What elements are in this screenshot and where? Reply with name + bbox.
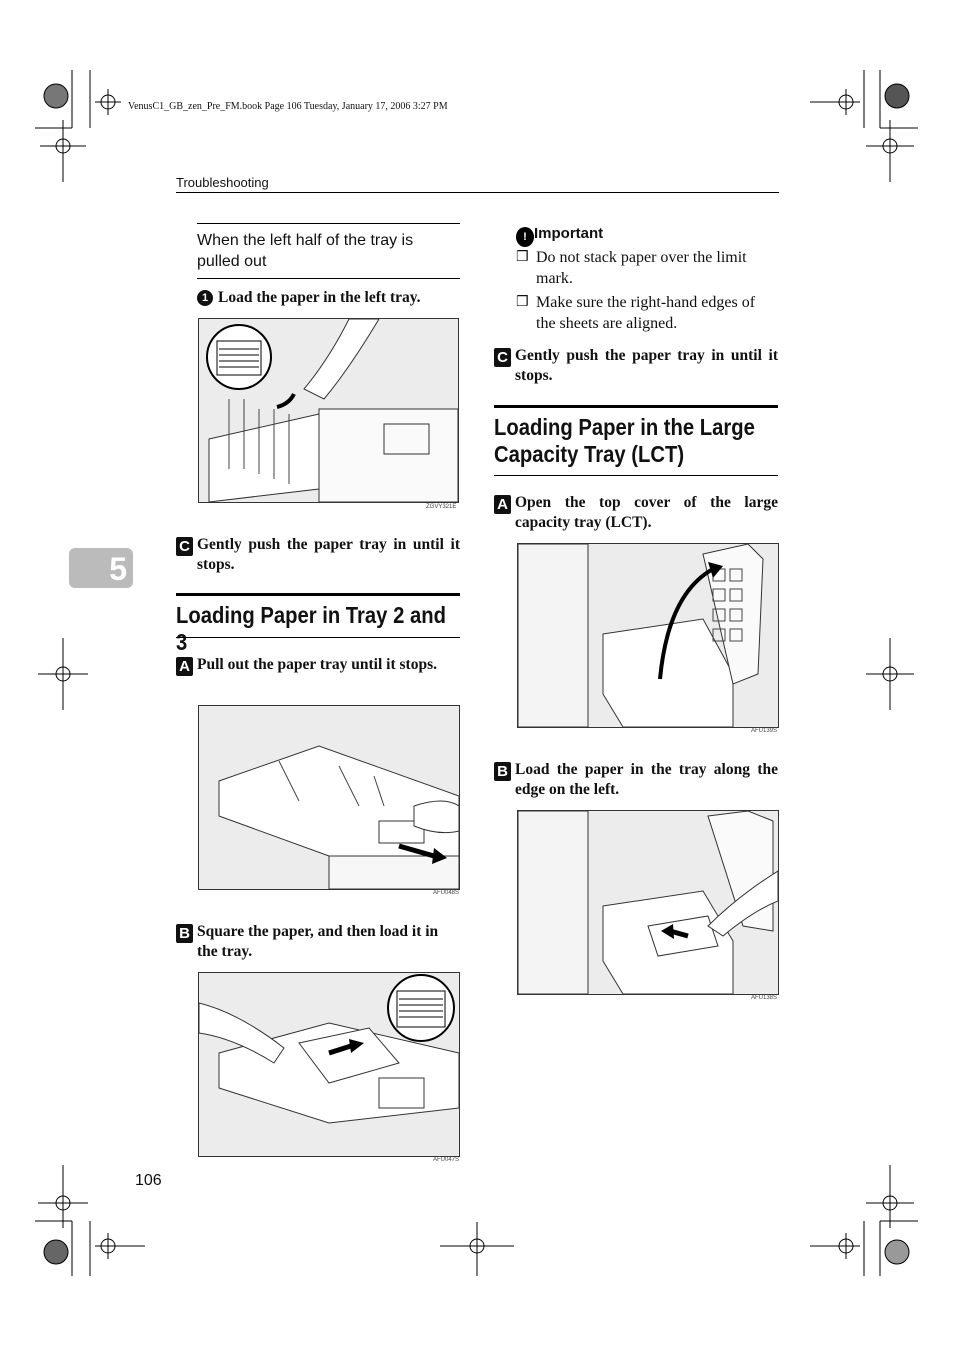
illustration-open-lct-cover bbox=[518, 544, 778, 727]
heading-top-rule bbox=[494, 405, 778, 408]
figure-load-lct bbox=[517, 810, 779, 995]
figure-code: AFU139S bbox=[751, 728, 778, 734]
step-letter-badge: B bbox=[176, 924, 193, 943]
page-number: 106 bbox=[135, 1172, 162, 1189]
step-letter-badge: C bbox=[494, 348, 511, 367]
section-heading-tray-2-3: Loading Paper in Tray 2 and 3 bbox=[176, 602, 446, 655]
figure-code: AFU047S bbox=[433, 1157, 460, 1163]
important-item: ❒ Do not stack paper over the limit mark… bbox=[516, 249, 747, 287]
figure-pull-tray bbox=[198, 705, 460, 890]
figure-open-lct-cover bbox=[517, 543, 779, 728]
important-heading: !Important bbox=[516, 225, 603, 247]
illustration-load-lct bbox=[518, 811, 778, 994]
book-meta-line: VenusC1_GB_zen_Pre_FM.book Page 106 Tues… bbox=[128, 101, 448, 112]
step-letter-badge: B bbox=[494, 762, 511, 781]
step-c-left: C Gently push the paper tray in until it… bbox=[176, 535, 460, 575]
checkbox-icon: ❒ bbox=[516, 249, 529, 265]
running-head: Troubleshooting bbox=[176, 175, 269, 190]
step-letter-badge: C bbox=[176, 537, 193, 556]
subsection-title: When the left half of the tray is pulled… bbox=[197, 232, 414, 270]
illustration-pull-tray bbox=[199, 706, 459, 889]
section-heading-lct: Loading Paper in the Large Capacity Tray… bbox=[494, 414, 755, 467]
step-a-left: A Pull out the paper tray until it stops… bbox=[176, 655, 460, 676]
step-b-right: B Load the paper in the tray along the e… bbox=[494, 760, 778, 800]
step-a-right: A Open the top cover of the large capaci… bbox=[494, 493, 778, 533]
important-icon: ! bbox=[516, 227, 534, 247]
chapter-tab: 5 bbox=[69, 548, 133, 588]
heading-top-rule bbox=[176, 593, 460, 596]
subsection-bottom-rule bbox=[197, 278, 460, 279]
figure-load-tray bbox=[198, 972, 460, 1157]
step-number-badge: 1 bbox=[197, 290, 213, 306]
subsection-top-rule bbox=[197, 223, 460, 224]
illustration-load-tray bbox=[199, 973, 459, 1156]
step-letter-badge: A bbox=[494, 495, 511, 514]
heading-bottom-rule bbox=[176, 637, 460, 638]
important-item: ❒ Make sure the right-hand edges of the … bbox=[516, 294, 756, 332]
step-b-left: B Square the paper, and then load it in … bbox=[176, 922, 460, 962]
checkbox-icon: ❒ bbox=[516, 294, 529, 310]
step-c-right: C Gently push the paper tray in until it… bbox=[494, 346, 778, 386]
substep-1: 1 Load the paper in the left tray. bbox=[197, 288, 460, 308]
illustration-left-tray bbox=[199, 319, 458, 502]
step-letter-badge: A bbox=[176, 657, 193, 676]
figure-code: ZGVY321E bbox=[426, 504, 457, 510]
header-rule bbox=[176, 192, 779, 193]
figure-left-tray bbox=[198, 318, 459, 503]
figure-code: AFU138S bbox=[751, 995, 778, 1001]
heading-bottom-rule bbox=[494, 475, 778, 476]
figure-code: AFU048S bbox=[433, 890, 460, 896]
